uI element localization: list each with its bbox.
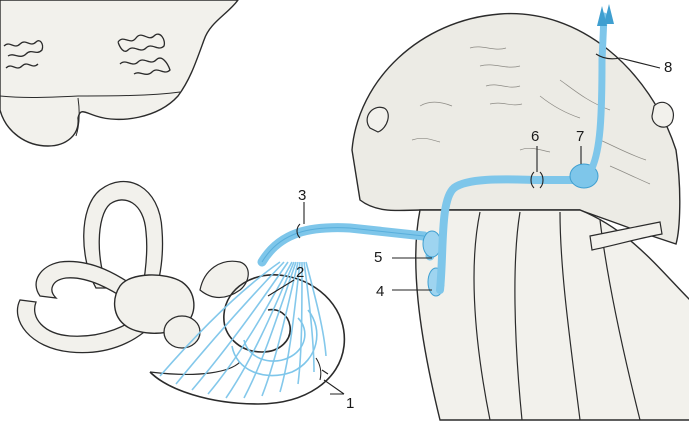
label-8: 8 <box>664 59 672 76</box>
label-1: 1 <box>346 395 354 412</box>
label-7: 7 <box>576 128 584 145</box>
brain-illustration <box>0 0 238 146</box>
label-2: 2 <box>296 264 304 281</box>
label-3: 3 <box>298 187 306 204</box>
label-4: 4 <box>376 283 384 300</box>
label-6: 6 <box>531 128 539 145</box>
brainstem-illustration <box>352 14 689 420</box>
label-5: 5 <box>374 249 382 266</box>
